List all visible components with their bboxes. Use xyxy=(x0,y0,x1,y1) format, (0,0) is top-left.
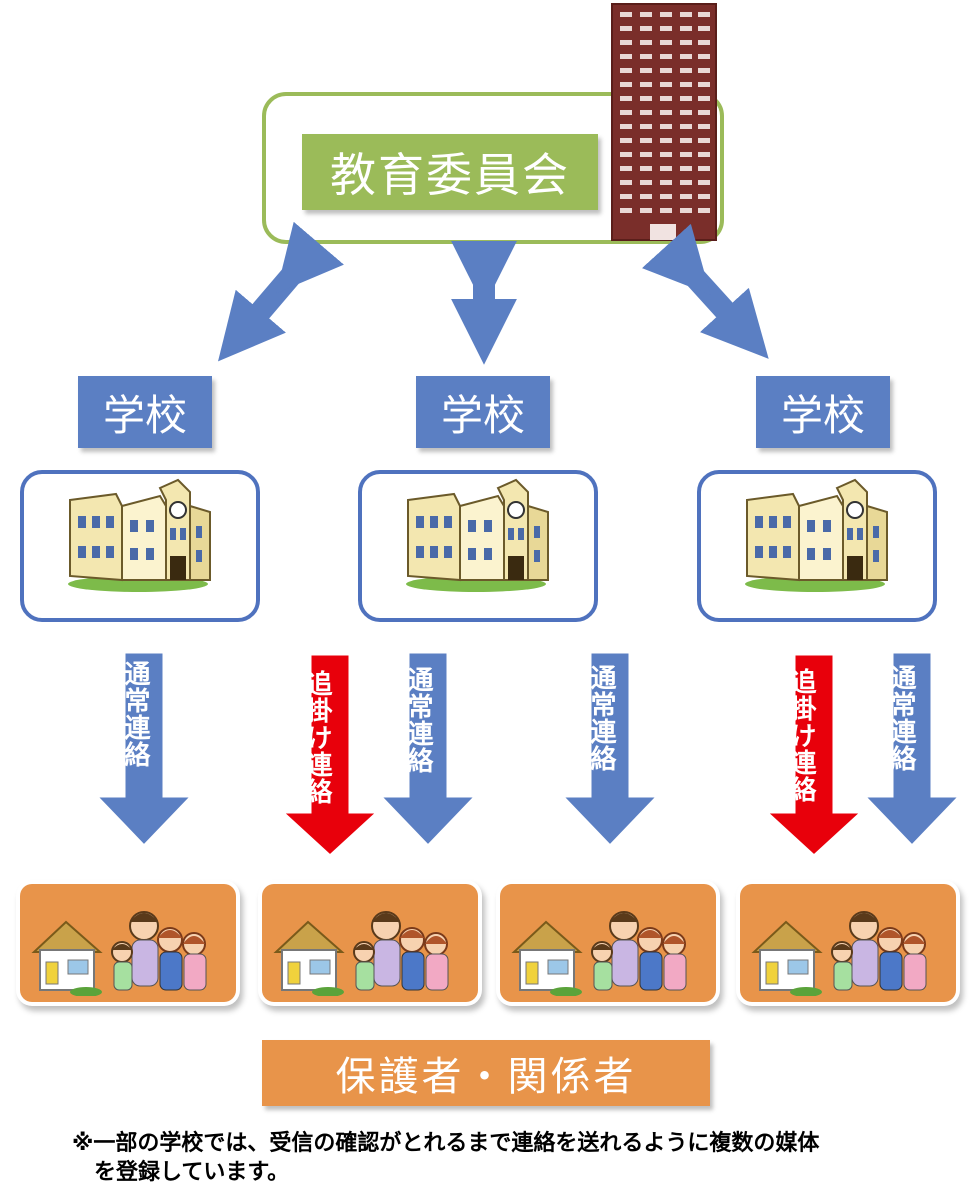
normal-arrow-3 xyxy=(558,650,662,849)
normal-arrow-3-label: 通常連絡 xyxy=(586,664,616,772)
board-school-arrows xyxy=(218,221,769,365)
school-label-3: 学校 xyxy=(756,376,890,448)
double-arrow-right xyxy=(641,223,769,359)
board-label: 教育委員会 xyxy=(302,134,598,210)
office-building-icon xyxy=(611,3,717,241)
normal-arrow-1 xyxy=(92,650,196,849)
normal-arrow-4 xyxy=(860,650,964,849)
followup-arrow-2 xyxy=(762,652,866,859)
normal-arrow-2-label: 通常連絡 xyxy=(403,666,433,774)
footnote-line-2: を登録しています。 xyxy=(94,1159,290,1185)
family-home-icon xyxy=(753,911,927,996)
normal-arrow-1-label: 通常連絡 xyxy=(120,660,150,768)
footnote: ※一部の学校では、受信の確認がとれるまで連絡を送れるように複数の媒体 を登録して… xyxy=(72,1130,962,1187)
school-building-icon xyxy=(405,479,549,593)
school-label-1: 学校 xyxy=(78,376,212,448)
guardians-label: 保護者・関係者 xyxy=(262,1040,710,1106)
normal-arrow-4-label: 通常連絡 xyxy=(886,664,916,772)
family-home-icon xyxy=(513,911,687,996)
followup-arrow-1-label: 追掛け連絡 xyxy=(302,670,332,805)
school-label-2: 学校 xyxy=(416,376,550,448)
followup-arrow-2-label: 追掛け連絡 xyxy=(786,668,816,803)
footnote-line-1: ※一部の学校では、受信の確認がとれるまで連絡を送れるように複数の媒体 xyxy=(72,1131,820,1156)
family-home-icon xyxy=(33,911,207,996)
normal-arrow-2 xyxy=(376,650,480,849)
family-home-icon xyxy=(275,911,449,996)
double-arrow-left xyxy=(218,221,344,362)
school-building-icon xyxy=(67,479,211,593)
school-building-icon xyxy=(744,479,888,593)
followup-arrow-1 xyxy=(278,652,382,859)
